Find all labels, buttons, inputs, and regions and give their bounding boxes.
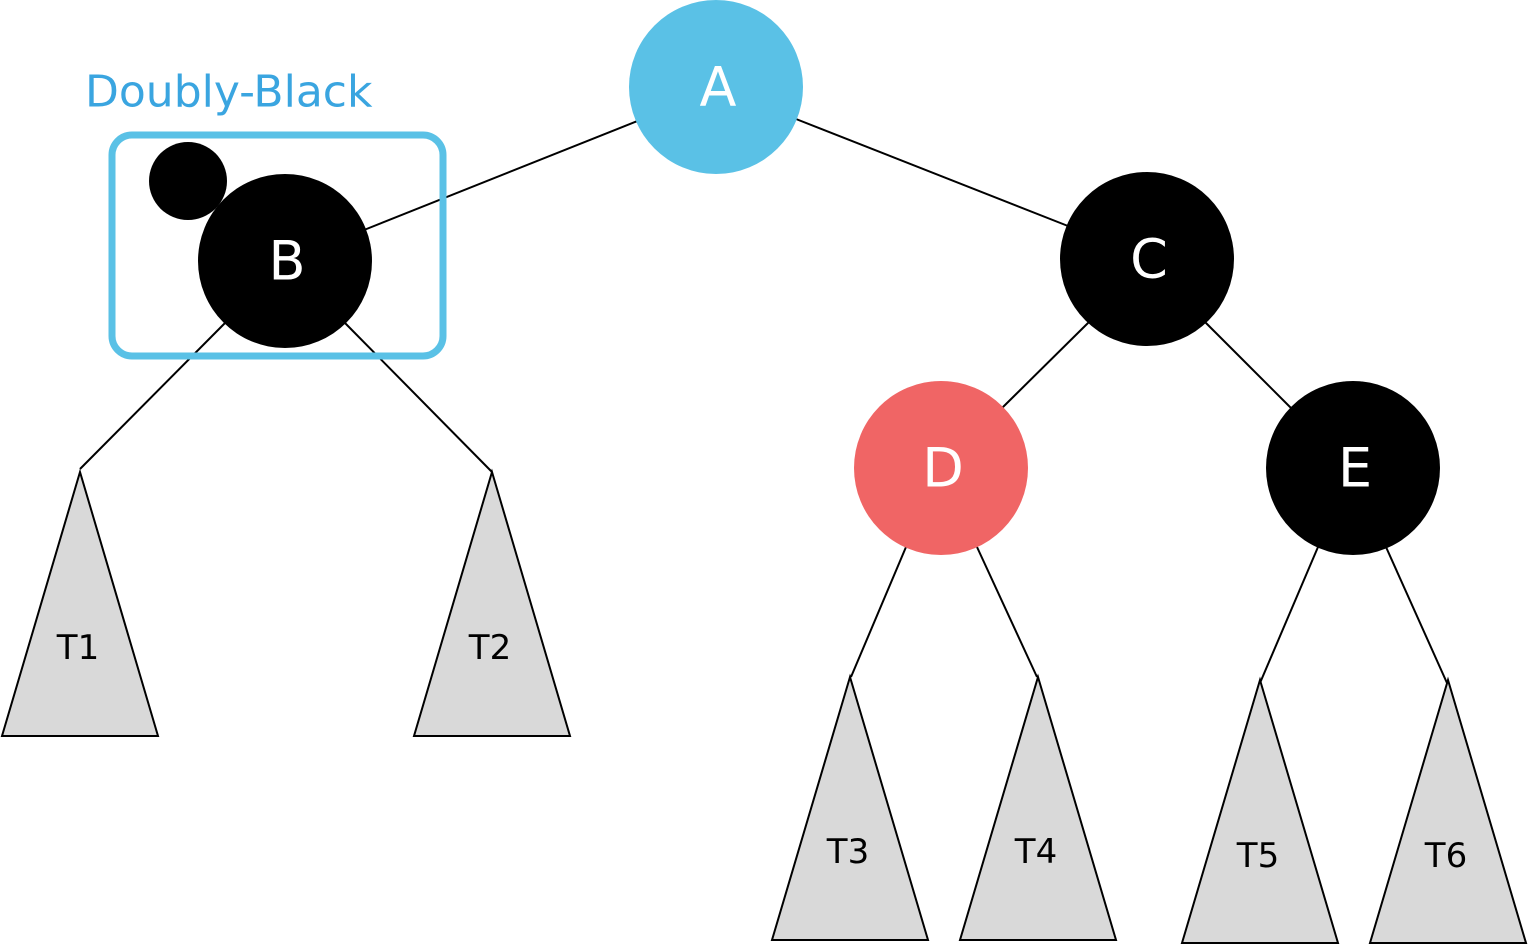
edge-c-d <box>1001 321 1090 409</box>
edge-e-t5 <box>1259 546 1319 684</box>
doubly-black-annotation: Doubly-Black <box>85 67 447 360</box>
subtree-label: T6 <box>1424 836 1467 876</box>
tree-edges <box>79 118 1448 684</box>
subtree-triangle <box>770 673 930 941</box>
node-label: D <box>922 437 964 500</box>
node-circle <box>629 0 803 174</box>
edge-a-b <box>363 119 641 231</box>
subtree-t4: T4 <box>958 673 1118 941</box>
subtree-label: T4 <box>1014 832 1057 872</box>
node-a: A <box>629 0 803 174</box>
subtree-triangle <box>1180 676 1340 944</box>
node-e: E <box>1266 381 1440 555</box>
subtree-label: T2 <box>468 628 511 668</box>
edge-b-t1 <box>79 322 226 470</box>
edge-e-t6 <box>1385 546 1448 684</box>
node-label: A <box>700 56 737 119</box>
subtree-triangle <box>1368 676 1528 944</box>
node-circle <box>198 174 372 348</box>
subtree-triangle <box>0 468 160 737</box>
node-circle <box>1060 172 1234 346</box>
node-label: C <box>1130 228 1168 291</box>
edge-d-t4 <box>976 546 1038 678</box>
doubly-black-label: Doubly-Black <box>85 67 373 118</box>
extra-black-token <box>149 142 227 220</box>
edge-a-c <box>795 118 1069 227</box>
subtree-t3: T3 <box>770 673 930 941</box>
edge-c-e <box>1204 321 1293 410</box>
subtree-label: T1 <box>56 628 99 668</box>
node-d: D <box>854 381 1028 555</box>
node-label: E <box>1338 437 1372 500</box>
subtree-t6: T6 <box>1368 676 1528 944</box>
node-circle <box>1266 381 1440 555</box>
subtree-t1: T1 <box>0 468 160 737</box>
edge-d-t3 <box>850 546 907 678</box>
node-label: B <box>268 230 305 293</box>
subtree-t5: T5 <box>1180 676 1340 944</box>
doubly-black-highlight-box <box>108 131 447 360</box>
node-c: C <box>1060 172 1234 346</box>
subtree-triangle <box>958 673 1118 941</box>
node-circle <box>854 381 1028 555</box>
subtree-triangle <box>412 468 572 737</box>
subtree-label: T5 <box>1236 836 1279 876</box>
edge-b-t2 <box>344 322 493 473</box>
node-b: B <box>149 142 372 348</box>
subtree-label: T3 <box>826 832 869 872</box>
subtree-t2: T2 <box>412 468 572 737</box>
